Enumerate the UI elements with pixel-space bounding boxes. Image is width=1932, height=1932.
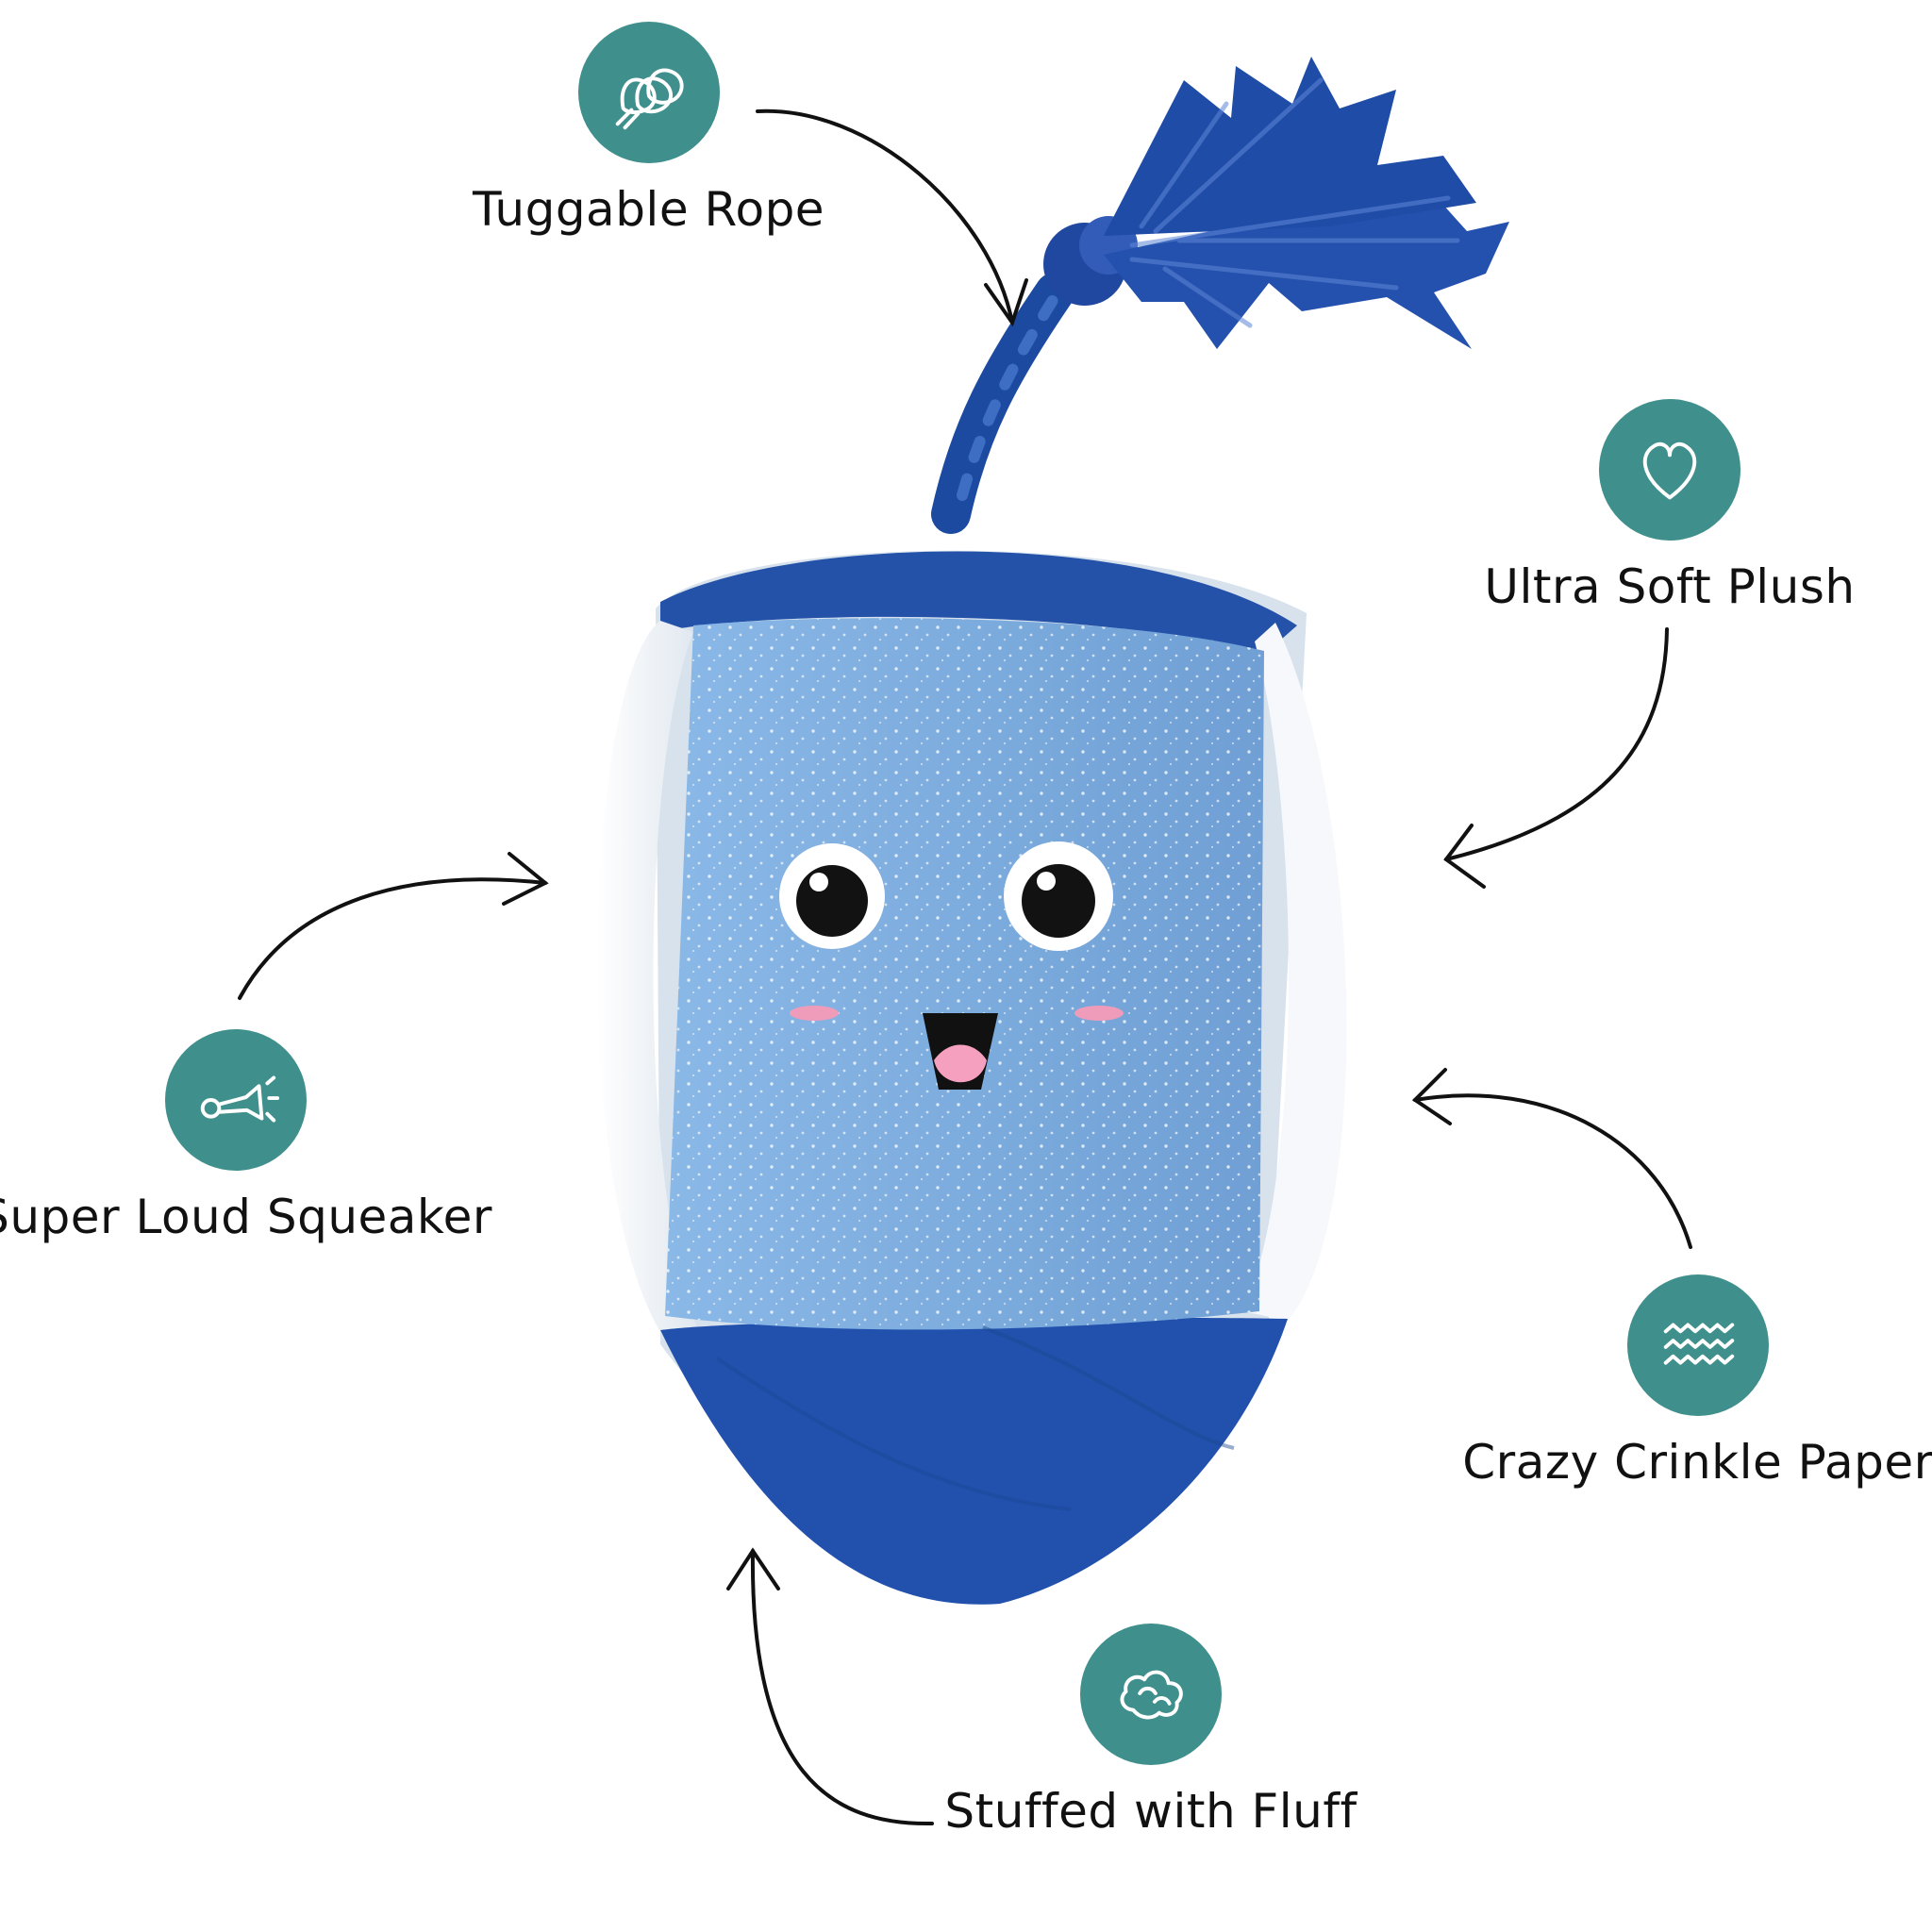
crazy-crinkle-paper-label: Crazy Crinkle Paper	[1462, 1435, 1932, 1490]
plush-arrow	[1444, 627, 1669, 861]
super-loud-squeaker-label: Super Loud Squeaker	[0, 1190, 492, 1244]
feature-super-loud-squeaker: Super Loud Squeaker	[0, 1029, 491, 1241]
dreidel-plush-toy	[597, 550, 1347, 1605]
waves-icon-badge	[1627, 1274, 1769, 1416]
tuggable-rope-label: Tuggable Rope	[472, 182, 825, 237]
cloud-icon-badge	[1080, 1624, 1222, 1765]
squeaker-horn-icon	[200, 1075, 280, 1123]
rope-arrow	[756, 108, 1014, 325]
squeaker-horn-icon-badge	[165, 1029, 307, 1171]
stuffed-with-fluff-label: Stuffed with Fluff	[944, 1784, 1357, 1839]
rope-icon-badge	[577, 22, 720, 163]
ultra-soft-plush-label: Ultra Soft Plush	[1484, 559, 1856, 614]
crinkle-arrowhead	[1411, 1068, 1452, 1125]
feature-stuffed-with-fluff: Stuffed with Fluff	[944, 1624, 1357, 1835]
rope-icon	[615, 68, 684, 130]
fluff-arrow	[750, 1549, 934, 1826]
waves-icon	[1663, 1323, 1735, 1365]
cloud-icon	[1120, 1670, 1183, 1720]
toy-face	[779, 841, 1124, 1090]
crinkle-arrow	[1413, 1093, 1692, 1249]
plush-arrowhead	[1443, 824, 1486, 889]
squeaker-arrow	[238, 877, 547, 1000]
heart-icon-badge	[1599, 399, 1740, 541]
callout-arrows	[238, 108, 1692, 1826]
rope-tail	[931, 57, 1509, 534]
squeaker-arrowhead	[502, 852, 549, 906]
feature-crazy-crinkle-paper: Crazy Crinkle Paper	[1462, 1274, 1932, 1486]
heart-icon	[1642, 441, 1697, 500]
fluff-arrowhead	[726, 1547, 780, 1591]
rope-arrowhead	[984, 278, 1028, 327]
feature-ultra-soft-plush: Ultra Soft Plush	[1472, 399, 1868, 610]
feature-tuggable-rope: Tuggable Rope	[473, 22, 824, 233]
